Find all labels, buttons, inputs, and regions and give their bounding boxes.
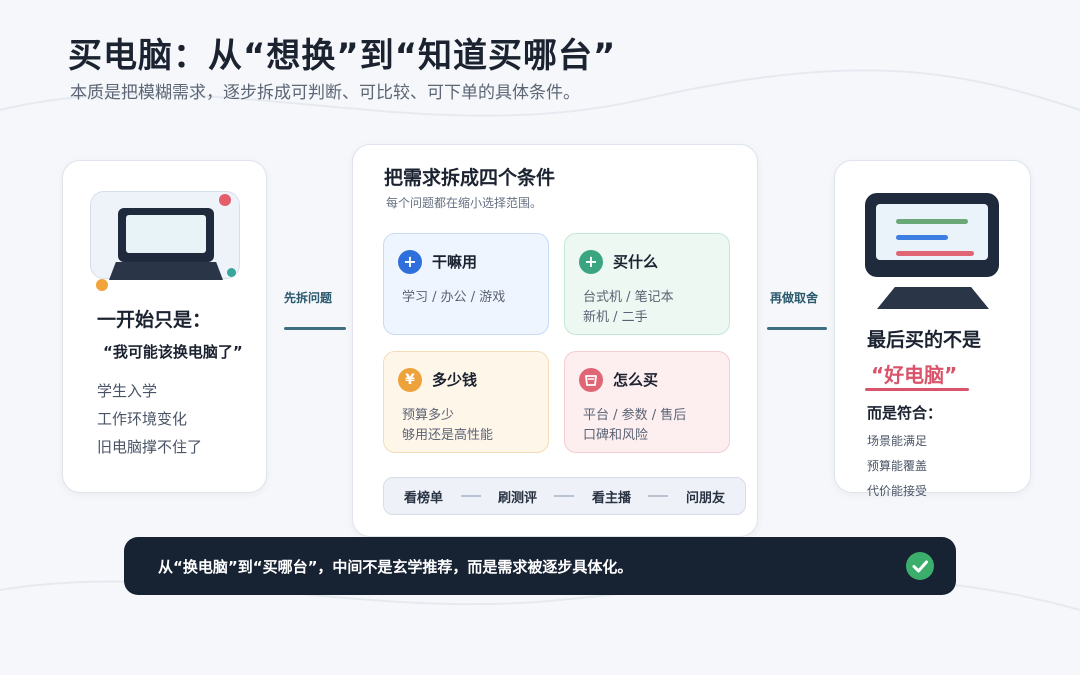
monitor-stand [877,287,989,309]
method-item: 看榜单 [404,490,444,506]
summary-banner: 从“换电脑”到“买哪台”，中间不是玄学推荐，而是需求被逐步具体化。 [124,537,956,595]
laptop-icon [118,208,214,262]
end-criteria-list: 场景能满足 预算能覆盖 代价能接受 [867,429,927,504]
start-heading: 一开始只是： [97,309,212,331]
check-icon [906,552,934,580]
condition-tile-type: + 买什么 台式机 / 笔记本 新机 / 二手 [564,233,730,335]
summary-text: 从“换电脑”到“买哪台”，中间不是玄学推荐，而是需求被逐步具体化。 [158,558,633,576]
condition-text: 新机 / 二手 [583,310,648,325]
condition-tile-purchase: 怎么买 平台 / 参数 / 售后 口碑和风险 [564,351,730,453]
start-state-card: 一开始只是： “我可能该换电脑了” 学生入学 工作环境变化 旧电脑撑不住了 [62,160,267,493]
decor-dot-teal [227,268,236,277]
list-item: 场景能满足 [867,434,928,448]
basket-icon [579,368,603,392]
condition-text: 够用还是高性能 [402,428,494,443]
conditions-title: 把需求拆成四个条件 [384,167,556,189]
plus-icon: + [579,250,603,274]
connector-line-right [767,327,827,330]
decor-dot-orange [96,279,108,291]
divider [648,495,669,497]
connector-label-right: 再做取舍 [770,291,819,305]
yen-icon: ¥ [398,368,422,392]
list-item: 学生入学 [97,382,158,400]
start-quote: “我可能该换电脑了” [103,343,243,361]
list-item: 预算能覆盖 [867,459,928,473]
connector-line-left [284,327,346,330]
condition-text: 学习 / 办公 / 游戏 [402,290,506,305]
highlight-underline [865,388,969,391]
method-item: 问朋友 [685,490,725,506]
decor-dot-red [219,194,231,206]
list-item: 旧电脑撑不住了 [97,438,203,456]
laptop-illustration [90,191,240,280]
info-sources-bar: 看榜单 刷测评 看主播 问朋友 [383,477,746,515]
method-item: 看主播 [591,490,631,506]
start-reasons-list: 学生入学 工作环境变化 旧电脑撑不住了 [97,377,202,461]
condition-tile-budget: ¥ 多少钱 预算多少 够用还是高性能 [383,351,549,453]
list-item: 代价能接受 [867,484,928,498]
condition-text: 口碑和风险 [583,428,649,443]
page-title: 买电脑：从“想换”到“知道买哪台” [68,36,617,76]
condition-title: 多少钱 [432,371,478,389]
monitor-icon [865,193,999,277]
condition-tile-usage: + 干嘛用 学习 / 办公 / 游戏 [383,233,549,335]
divider [554,495,575,497]
condition-text: 平台 / 参数 / 售后 [583,408,687,423]
plus-icon: + [398,250,422,274]
end-state-card: 最后买的不是 “好电脑” 而是符合： 场景能满足 预算能覆盖 代价能接受 [834,160,1031,498]
connector-label-left: 先拆问题 [284,291,333,305]
end-subheading: 而是符合： [867,404,943,422]
condition-title: 干嘛用 [432,253,478,271]
condition-title: 买什么 [613,253,659,271]
list-item: 工作环境变化 [97,410,188,428]
end-heading: 最后买的不是 [867,329,982,351]
conditions-card: 把需求拆成四个条件 每个问题都在缩小选择范围。 + 干嘛用 学习 / 办公 / … [352,144,758,537]
laptop-base [109,262,223,280]
conditions-subtitle: 每个问题都在缩小选择范围。 [386,196,543,210]
end-highlight: “好电脑” [871,363,958,387]
method-item: 刷测评 [497,490,537,506]
divider [460,495,481,497]
page-subtitle: 本质是把模糊需求，逐步拆成可判断、可比较、可下单的具体条件。 [70,83,580,103]
condition-text: 台式机 / 笔记本 [583,290,674,305]
condition-text: 预算多少 [402,408,455,423]
condition-title: 怎么买 [613,371,659,389]
